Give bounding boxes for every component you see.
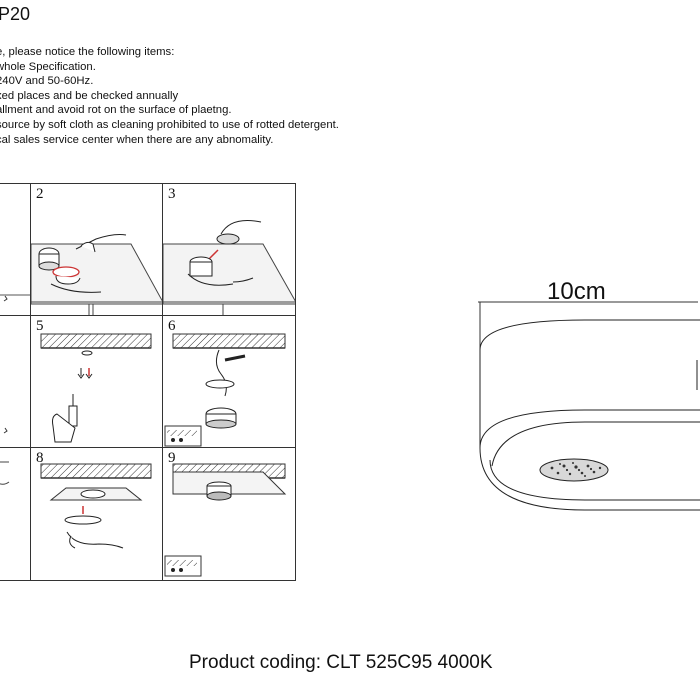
step-cell-9: 9 [162,447,296,581]
step-5-illustration [40,333,152,443]
diameter-label: 10cm [547,278,606,305]
step-cell-6: 6 [162,315,296,448]
product-coding: Product coding: CLT 525C95 4000K [189,652,493,673]
step-cell-4 [0,315,31,448]
step-cell-1 [0,183,31,316]
step-number: 5 [36,318,44,334]
instruction-line: allment and avoid rot on the surface of … [0,104,232,117]
step-number: 3 [168,186,176,202]
step-number: 9 [168,450,176,466]
instruction-line: xed places and be checked annually [0,89,179,102]
step-8-illustration [40,463,152,549]
instruction-line: cal sales service center when there are … [0,133,274,146]
product-drawing [478,301,700,511]
step-number: 2 [36,186,44,202]
step-9-illustration [164,463,287,577]
step-2-illustration [31,234,162,315]
step-6-illustration [164,333,286,447]
instruction-line: whole Specification. [0,60,96,73]
step-number: 6 [168,318,176,334]
instruction-line: e, please notice the following items: [0,46,175,58]
model-code-partial: P20 [0,4,31,24]
instruction-line: 240V and 50-60Hz. [0,75,94,88]
step-4-illustration [3,427,8,434]
instruction-line: source by soft cloth as cleaning prohibi… [0,118,339,131]
step-cell-3: 3 [162,183,296,316]
step-3-illustration [163,220,295,315]
step-cell-5: 5 [30,315,163,448]
step-cell-8: 8 [30,447,163,581]
step-1-illustration [0,294,30,302]
step-cell-2: 2 [30,183,163,316]
step-cell-7 [0,447,31,581]
step-7-illustration [0,461,10,485]
instructions-list: e, please notice the following items: wh… [0,45,339,147]
installation-steps-grid: 2 3 [0,183,296,581]
step-number: 8 [36,450,44,466]
